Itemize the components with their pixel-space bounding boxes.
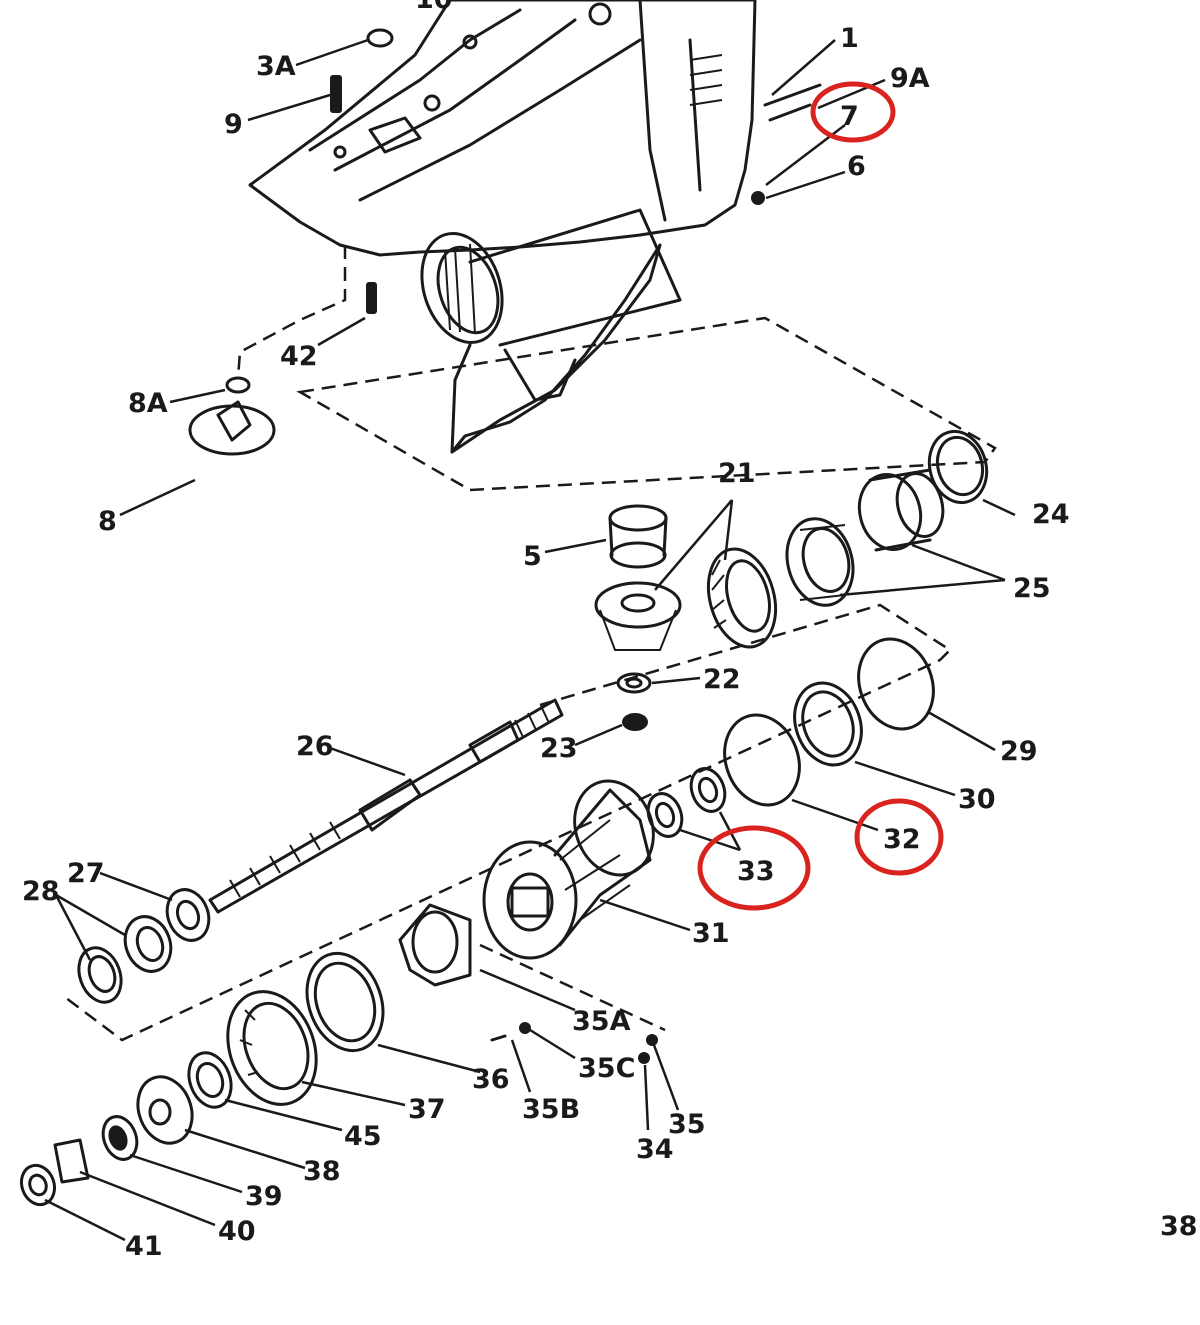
label-35C: 35C xyxy=(578,1053,635,1084)
label-30: 30 xyxy=(958,784,996,815)
dashed-bracket-middle xyxy=(61,603,952,1042)
label-27: 27 xyxy=(67,858,105,889)
hardware-top xyxy=(330,28,822,314)
gear-housing xyxy=(248,0,757,454)
label-9: 9 xyxy=(224,109,243,140)
label-25: 25 xyxy=(1013,573,1051,604)
highlight-circle-7 xyxy=(810,81,896,143)
washer-3A xyxy=(366,28,394,48)
label-29: 29 xyxy=(1000,736,1038,767)
highlight-circle-32 xyxy=(854,798,944,876)
label-42: 42 xyxy=(280,341,318,372)
label-5: 5 xyxy=(523,541,542,572)
label-36: 36 xyxy=(472,1064,510,1095)
label-34: 34 xyxy=(636,1134,674,1165)
label-38: 38 xyxy=(303,1156,341,1187)
leader-lines xyxy=(44,38,1016,1242)
label-32: 32 xyxy=(883,824,921,855)
pin-9A xyxy=(763,83,822,107)
label-33: 33 xyxy=(737,856,775,887)
highlight-circles xyxy=(697,81,944,911)
label-28: 28 xyxy=(22,876,60,907)
anode-8 xyxy=(188,245,347,456)
label-8A: 8A xyxy=(128,388,168,419)
label-45: 45 xyxy=(344,1121,382,1152)
label-3A: 3A xyxy=(256,51,296,82)
highlight-circle-33 xyxy=(697,825,811,911)
label-22: 22 xyxy=(703,664,741,695)
screw-6 xyxy=(751,191,765,205)
label-21: 21 xyxy=(718,458,756,489)
label-41: 41 xyxy=(125,1231,163,1262)
label-35A: 35A xyxy=(572,1006,631,1037)
label-9A: 9A xyxy=(890,63,930,94)
part-labels: 10 3A 9 1 9A 7 6 42 8A 8 21 5 24 25 22 2… xyxy=(22,0,1200,1262)
label-8: 8 xyxy=(98,506,117,537)
label-1: 1 xyxy=(840,23,859,54)
label-26: 26 xyxy=(296,731,334,762)
lower-parts xyxy=(19,888,666,1207)
bolt-9 xyxy=(330,75,342,113)
label-39: 39 xyxy=(245,1181,283,1212)
label-35: 35 xyxy=(668,1109,706,1140)
label-38-truncated: 38( xyxy=(1160,1211,1200,1242)
label-37: 37 xyxy=(408,1094,446,1125)
label-35B: 35B xyxy=(522,1094,580,1125)
label-40: 40 xyxy=(218,1216,256,1247)
label-6: 6 xyxy=(847,151,866,182)
label-7: 7 xyxy=(840,101,859,132)
pin-7 xyxy=(768,103,812,122)
label-31: 31 xyxy=(692,918,730,949)
gear-assembly xyxy=(594,429,989,731)
bearing-carrier xyxy=(482,637,935,960)
label-23: 23 xyxy=(540,733,578,764)
label-10: 10 xyxy=(415,0,453,15)
bolt-42 xyxy=(366,282,377,314)
dashed-bracket-upper xyxy=(296,316,997,492)
propeller-shaft xyxy=(208,698,564,914)
label-24: 24 xyxy=(1032,499,1070,530)
